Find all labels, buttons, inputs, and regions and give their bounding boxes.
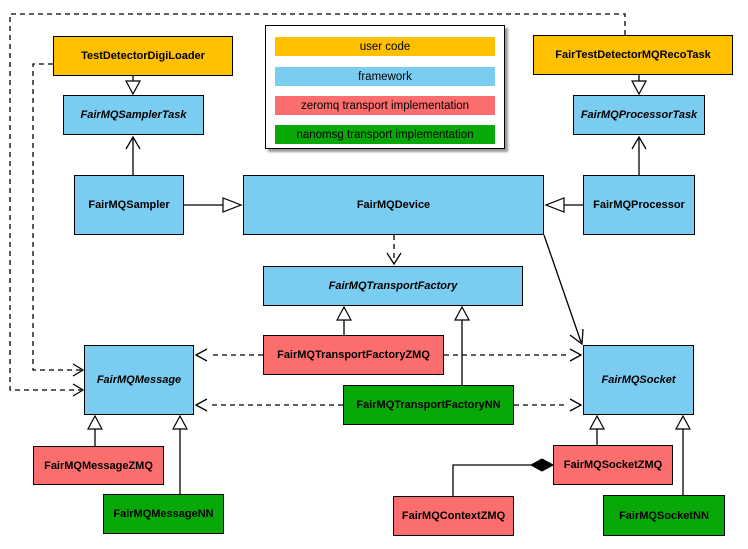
assoc-sampler-samplertask [125, 135, 141, 175]
inherit-messagenn-message [171, 414, 189, 494]
composition-contextzmq-socketzmq [452, 458, 555, 496]
class-box-fairmqmessage: FairMQMessage [84, 345, 194, 415]
assoc-device-socket [543, 234, 584, 346]
class-box-fairmqtransportfactory: FairMQTransportFactory [263, 266, 523, 306]
class-box-fairtestdetectormqrecotask: FairTestDetectorMQRecoTask [533, 35, 733, 75]
class-box-fairmqsocketzmq: FairMQSocketZMQ [553, 445, 673, 485]
dep-factorynn-message [194, 398, 343, 412]
inherit-factorynn-transportfactory [453, 305, 471, 385]
inherit-factoryzmq-transportfactory [335, 305, 353, 335]
inherit-socketzmq-socket [588, 414, 606, 445]
class-box-fairmqmessagenn: FairMQMessageNN [103, 494, 224, 534]
class-box-testdetectordigiloader: TestDetectorDigiLoader [53, 36, 233, 76]
class-box-fairmqprocessor: FairMQProcessor [583, 175, 695, 235]
inherit-sampler-device [184, 197, 243, 213]
legend-box: user code framework zeromq transport imp… [265, 25, 505, 149]
dep-device-transportfactory [386, 235, 402, 266]
legend-item-user-code: user code [275, 37, 495, 56]
inherit-socketnn-socket [674, 414, 692, 495]
class-box-fairmqcontextzmq: FairMQContextZMQ [393, 496, 514, 536]
dep-factoryzmq-socket [444, 348, 583, 362]
legend-item-zeromq: zeromq transport implementation [275, 96, 495, 115]
legend-item-framework: framework [275, 67, 495, 86]
class-box-fairmqsamplertask: FairMQSamplerTask [63, 95, 204, 135]
inherit-messagezmq-message [86, 414, 104, 446]
inherit-digiloader-samplertask [124, 76, 142, 96]
dep-digiloader-message [32, 63, 85, 377]
legend-item-nanomsg: nanomsg transport implementation [275, 125, 495, 144]
inherit-processor-device [544, 197, 583, 213]
assoc-processor-processortask [631, 135, 647, 175]
class-box-fairmqmessagezmq: FairMQMessageZMQ [33, 446, 164, 485]
dep-recotask-message [9, 13, 626, 397]
class-box-fairmqtransportfactoryzmq: FairMQTransportFactoryZMQ [263, 335, 444, 375]
class-box-fairmqsocket: FairMQSocket [583, 345, 694, 415]
class-box-fairmqdevice: FairMQDevice [243, 175, 544, 235]
inherit-recotask-processortask [630, 75, 648, 96]
class-box-fairmqtransportfactorynn: FairMQTransportFactoryNN [343, 385, 514, 425]
dep-factorynn-socket [514, 398, 583, 412]
class-box-fairmqsampler: FairMQSampler [74, 175, 184, 235]
dep-factoryzmq-message [194, 348, 263, 362]
class-box-fairmqprocessortask: FairMQProcessorTask [573, 95, 705, 135]
class-box-fairmqsocketnn: FairMQSocketNN [603, 495, 725, 536]
